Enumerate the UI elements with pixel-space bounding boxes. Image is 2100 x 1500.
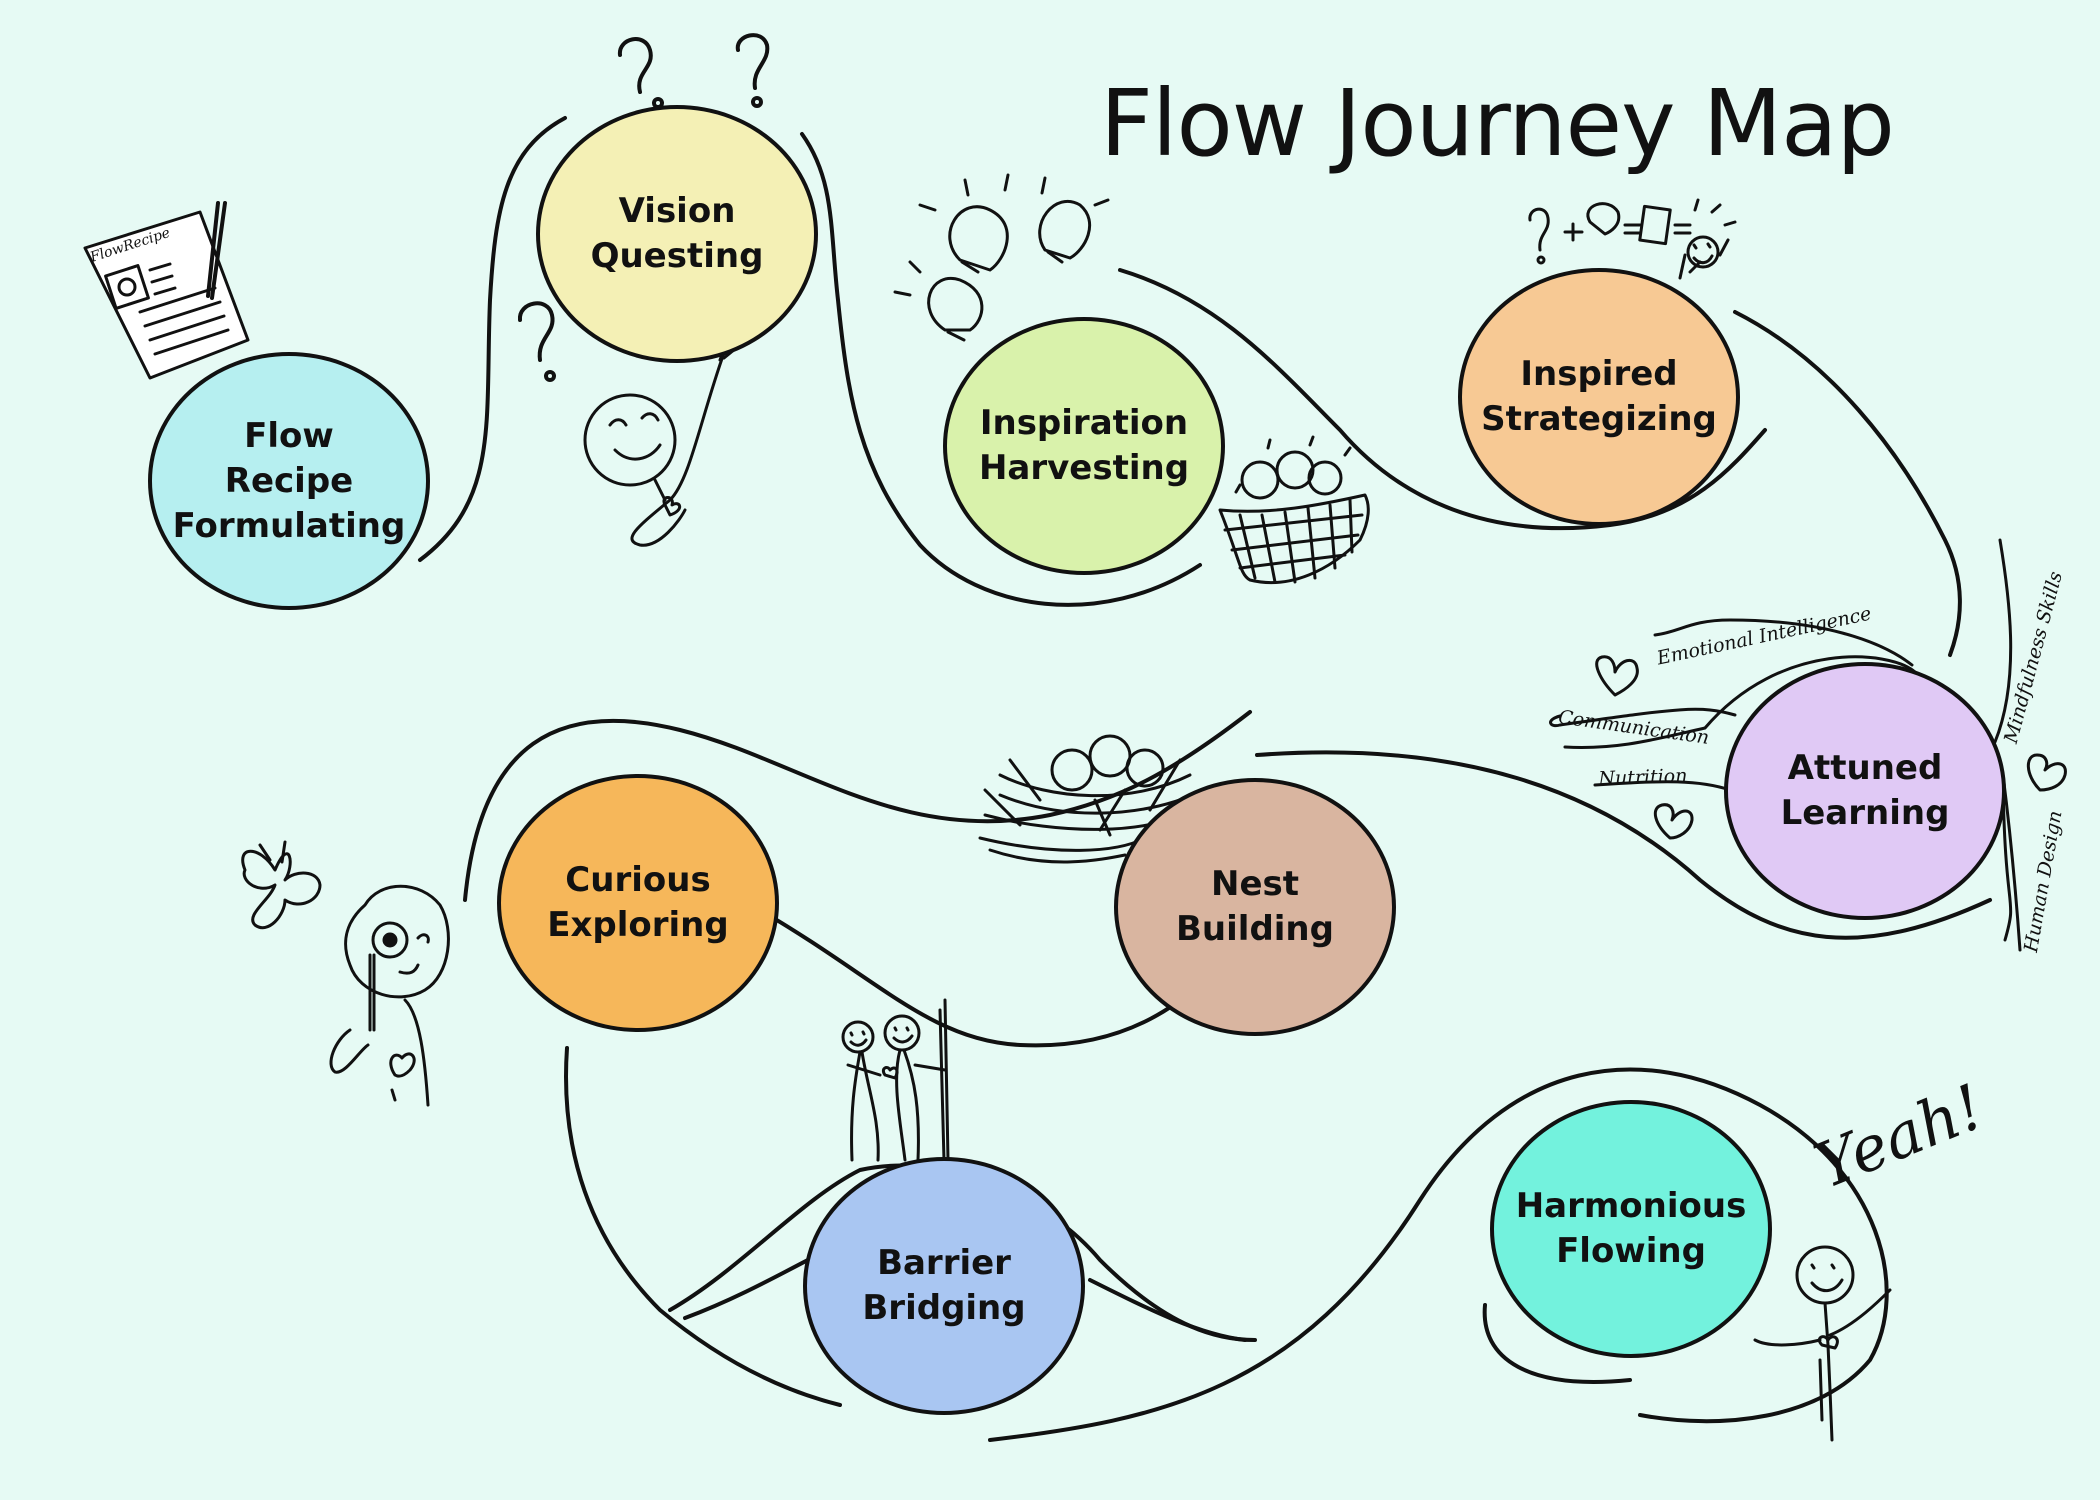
heart-icon (1595, 655, 2067, 840)
learning-tree (1549, 538, 2022, 952)
nest-icon (978, 734, 1207, 864)
branch-label-nutrition: Nutrition (1598, 764, 1688, 790)
stick-figure-icon (583, 336, 742, 547)
pencil-icon (206, 201, 227, 300)
recipe-card-icon: FlowRecipe (83, 210, 250, 380)
magnifier-figure-icon (329, 884, 450, 1107)
journey-path (418, 116, 1992, 1442)
page-title: Flow Journey Map (1100, 70, 1895, 177)
strategy-icons (1528, 198, 1737, 280)
stick-figure-icon (1753, 1245, 1892, 1442)
lightbulb-icon (893, 173, 1110, 342)
butterfly-icon (241, 840, 322, 929)
question-mark-icon (518, 33, 770, 382)
stick-figure-icon (841, 998, 950, 1162)
basket-icon (1218, 435, 1370, 585)
